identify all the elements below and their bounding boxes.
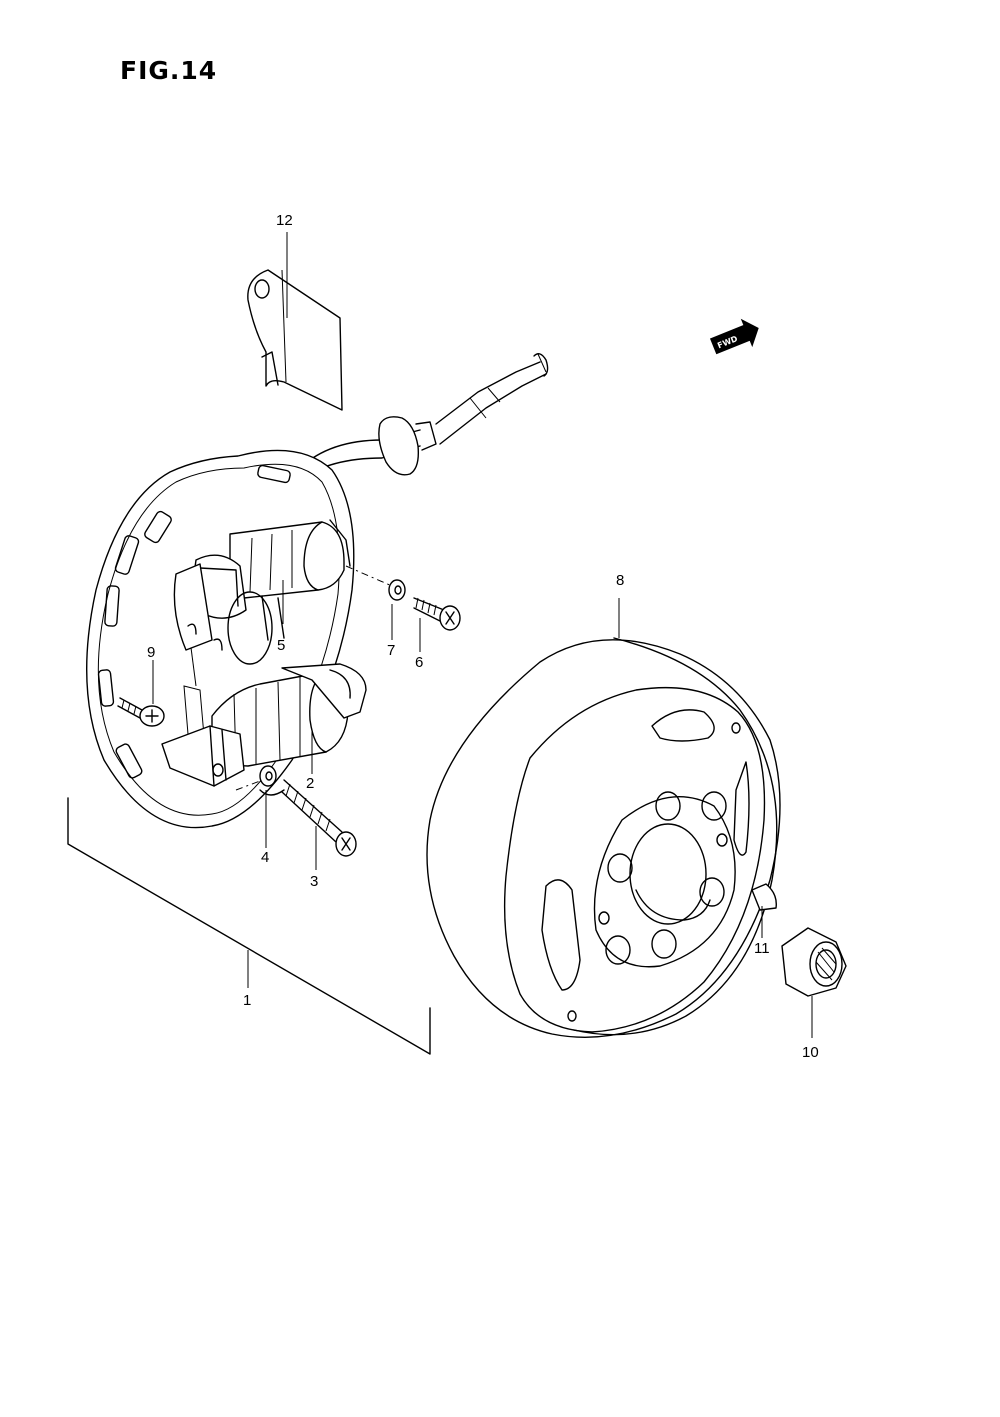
callout-4: 4 xyxy=(261,849,269,866)
callout-2: 2 xyxy=(306,775,314,792)
part-7-washer xyxy=(388,579,406,640)
callout-1: 1 xyxy=(243,992,251,1009)
callout-8: 8 xyxy=(616,572,624,589)
callout-9: 9 xyxy=(147,644,155,661)
part-3-screw xyxy=(281,779,357,870)
part-10-nut xyxy=(781,927,847,1038)
callout-10: 10 xyxy=(802,1044,819,1061)
fwd-direction-arrow: FWD xyxy=(709,318,759,355)
callout-5: 5 xyxy=(277,637,285,654)
callout-3: 3 xyxy=(310,873,318,890)
assembly-1-bracket xyxy=(67,797,431,1055)
part-8-flywheel xyxy=(426,598,781,1038)
part-4-washer xyxy=(259,765,277,848)
callout-11: 11 xyxy=(754,940,770,957)
part-6-screw xyxy=(413,597,461,652)
part-11-key xyxy=(751,883,777,938)
part-12-bracket xyxy=(247,232,343,411)
part-5-upper-coil xyxy=(173,519,351,665)
callout-12: 12 xyxy=(276,212,293,229)
callout-6: 6 xyxy=(415,654,423,671)
part-9-screw xyxy=(117,660,165,727)
callout-7: 7 xyxy=(387,642,395,659)
figure-title: FIG.14 xyxy=(120,56,218,85)
part-2-lower-coil xyxy=(161,663,367,787)
